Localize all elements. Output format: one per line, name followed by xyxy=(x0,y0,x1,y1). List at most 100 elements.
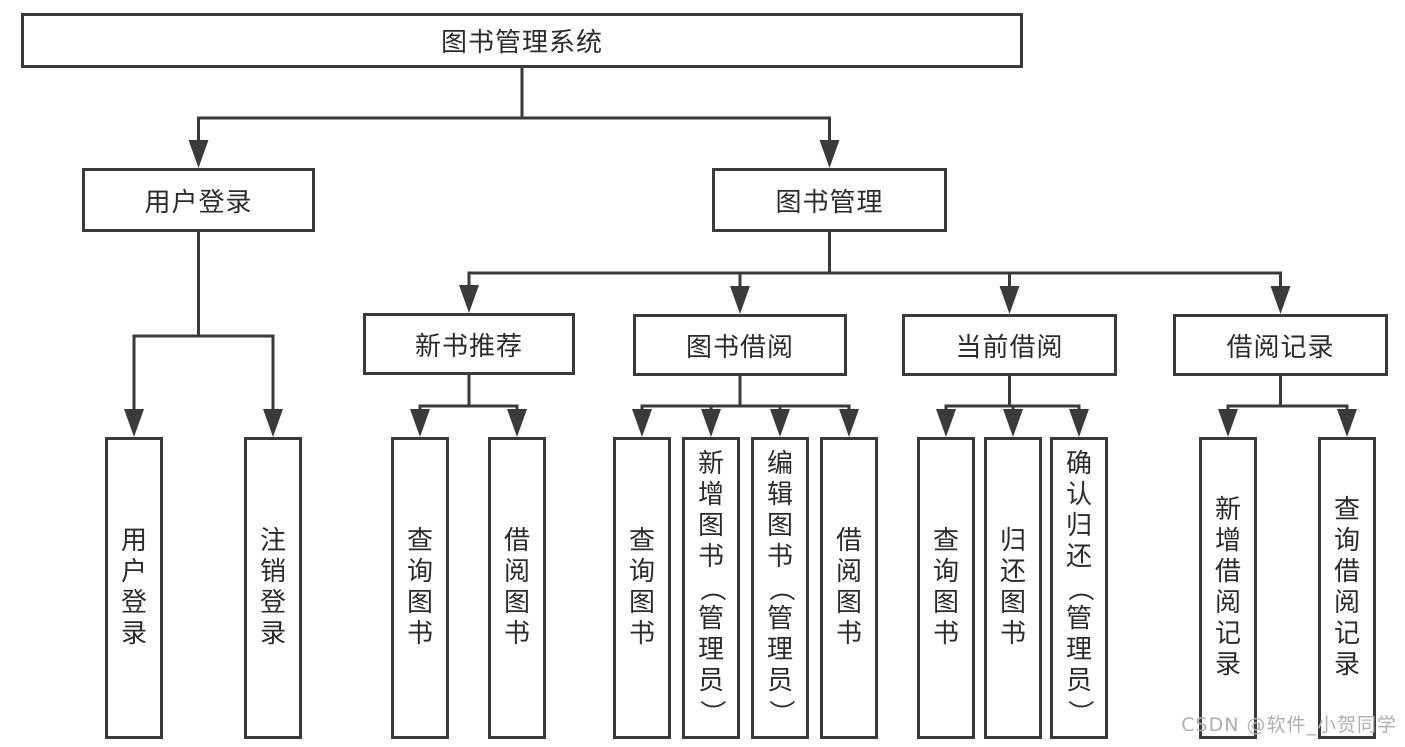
vertical-char: 理 xyxy=(1065,634,1092,665)
vertical-char: 询 xyxy=(1333,526,1360,556)
vertical-char: 图 xyxy=(766,510,793,541)
vertical-char: 管 xyxy=(1065,603,1092,634)
node-leaf-query-book-1: 查询图书 xyxy=(391,437,449,739)
connector-book-mgmt xyxy=(459,232,1291,314)
vertical-char: 图 xyxy=(628,588,655,618)
vertical-char: 书 xyxy=(766,541,793,572)
vertical-char: 记 xyxy=(1214,619,1241,649)
node-leaf-add-record: 新增借阅记录 xyxy=(1199,437,1257,739)
vertical-char: 书 xyxy=(406,619,433,649)
node-label-current-borrow: 当前借阅 xyxy=(955,332,1064,363)
connector-user-login xyxy=(124,232,283,437)
vertical-char: 书 xyxy=(999,619,1026,649)
node-label-leaf-user-login: 用户登录 xyxy=(121,526,147,650)
node-borrow-records: 借阅记录 xyxy=(1173,314,1388,376)
vertical-char: 注 xyxy=(259,526,286,556)
vertical-char: 管 xyxy=(766,603,793,634)
vertical-char: 书 xyxy=(932,619,959,649)
node-label-leaf-add-book: 新增图书（管理员） xyxy=(696,449,727,728)
vertical-char: 销 xyxy=(259,557,286,587)
vertical-char: 查 xyxy=(406,526,433,556)
node-user-login: 用户登录 xyxy=(82,168,315,232)
vertical-char: 阅 xyxy=(1333,588,1360,618)
vertical-char: （ xyxy=(696,574,727,602)
vertical-char: 查 xyxy=(1333,495,1360,525)
arrowhead-to-leaf-borrow-book-2 xyxy=(839,409,859,437)
node-leaf-edit-book: 编辑图书（管理员） xyxy=(751,437,809,739)
node-leaf-confirm-return: 确认归还（管理员） xyxy=(1050,437,1108,739)
arrowhead-to-leaf-query-book-1 xyxy=(410,409,430,437)
connector-new-book-rec xyxy=(410,375,527,437)
vertical-char: 认 xyxy=(1065,479,1092,510)
vertical-char: 图 xyxy=(835,588,862,618)
vertical-char: 户 xyxy=(120,557,147,587)
node-label-leaf-confirm-return: 确认归还（管理员） xyxy=(1064,448,1095,728)
vertical-char: 还 xyxy=(999,557,1026,587)
connector-current-borrow xyxy=(936,376,1089,437)
node-label-leaf-query-book-2: 查询图书 xyxy=(629,526,655,650)
vertical-char: （ xyxy=(765,574,796,602)
node-label-new-book-rec: 新书推荐 xyxy=(414,331,523,362)
vertical-char: 新 xyxy=(1214,495,1241,525)
arrowhead-to-leaf-edit-book xyxy=(770,409,790,437)
vertical-char: 询 xyxy=(932,557,959,587)
arrowhead-to-leaf-confirm-return xyxy=(1069,409,1089,437)
vertical-char: 询 xyxy=(406,557,433,587)
vertical-char: 登 xyxy=(120,588,147,618)
node-leaf-borrow-book-2: 借阅图书 xyxy=(820,437,878,739)
node-book-mgmt: 图书管理 xyxy=(712,168,947,232)
vertical-char: 管 xyxy=(697,603,724,634)
node-label-leaf-borrow-book-2: 借阅图书 xyxy=(836,526,862,650)
node-current-borrow: 当前借阅 xyxy=(902,314,1117,376)
vertical-char: 录 xyxy=(1333,650,1360,680)
arrowhead-to-leaf-query-record xyxy=(1337,409,1357,437)
arrowhead-to-new-book-rec xyxy=(459,285,479,313)
vertical-char: 阅 xyxy=(503,557,530,587)
node-leaf-query-record: 查询借阅记录 xyxy=(1318,437,1376,739)
vertical-char: 录 xyxy=(259,619,286,649)
node-leaf-query-book-3: 查询图书 xyxy=(917,437,975,739)
arrowhead-to-borrow-records xyxy=(1270,286,1291,314)
node-label-leaf-query-record: 查询借阅记录 xyxy=(1334,495,1360,681)
connector-borrow-records xyxy=(1218,376,1357,437)
vertical-char: 员 xyxy=(766,665,793,696)
vertical-char: 书 xyxy=(697,541,724,572)
arrowhead-to-leaf-query-book-3 xyxy=(936,409,956,437)
vertical-char: 询 xyxy=(628,557,655,587)
vertical-char: 确 xyxy=(1065,448,1092,479)
node-label-leaf-logout: 注销登录 xyxy=(260,526,286,650)
node-label-leaf-borrow-book-1: 借阅图书 xyxy=(504,526,530,650)
node-leaf-borrow-book-1: 借阅图书 xyxy=(488,437,546,739)
node-leaf-add-book: 新增图书（管理员） xyxy=(682,437,740,739)
vertical-char: 用 xyxy=(120,526,147,556)
arrowhead-to-leaf-query-book-2 xyxy=(632,409,652,437)
arrowhead-to-leaf-logout xyxy=(263,409,283,437)
vertical-char: ） xyxy=(1064,698,1095,726)
node-book-borrow: 图书借阅 xyxy=(633,314,847,376)
node-label-borrow-records: 借阅记录 xyxy=(1226,332,1335,363)
vertical-char: 图 xyxy=(697,510,724,541)
vertical-char: 借 xyxy=(1333,557,1360,587)
vertical-char: 理 xyxy=(697,634,724,665)
node-label-user-login: 用户登录 xyxy=(144,187,253,218)
vertical-char: （ xyxy=(1064,574,1095,602)
vertical-char: 阅 xyxy=(1214,588,1241,618)
vertical-char: 书 xyxy=(628,619,655,649)
arrowhead-to-leaf-borrow-book-1 xyxy=(507,409,527,437)
vertical-char: 记 xyxy=(1333,619,1360,649)
node-root: 图书管理系统 xyxy=(21,13,1023,68)
vertical-char: 员 xyxy=(1065,665,1092,696)
vertical-char: 编 xyxy=(766,448,793,479)
vertical-char: 员 xyxy=(697,665,724,696)
vertical-char: 归 xyxy=(999,526,1026,556)
node-label-leaf-return-book: 归还图书 xyxy=(1000,526,1026,650)
vertical-char: 录 xyxy=(120,619,147,649)
vertical-char: 借 xyxy=(835,526,862,556)
node-label-root: 图书管理系统 xyxy=(440,28,603,58)
vertical-char: ） xyxy=(696,698,727,726)
vertical-char: 增 xyxy=(1214,526,1241,556)
vertical-char: 图 xyxy=(932,588,959,618)
arrowhead-to-leaf-add-record xyxy=(1218,409,1238,437)
